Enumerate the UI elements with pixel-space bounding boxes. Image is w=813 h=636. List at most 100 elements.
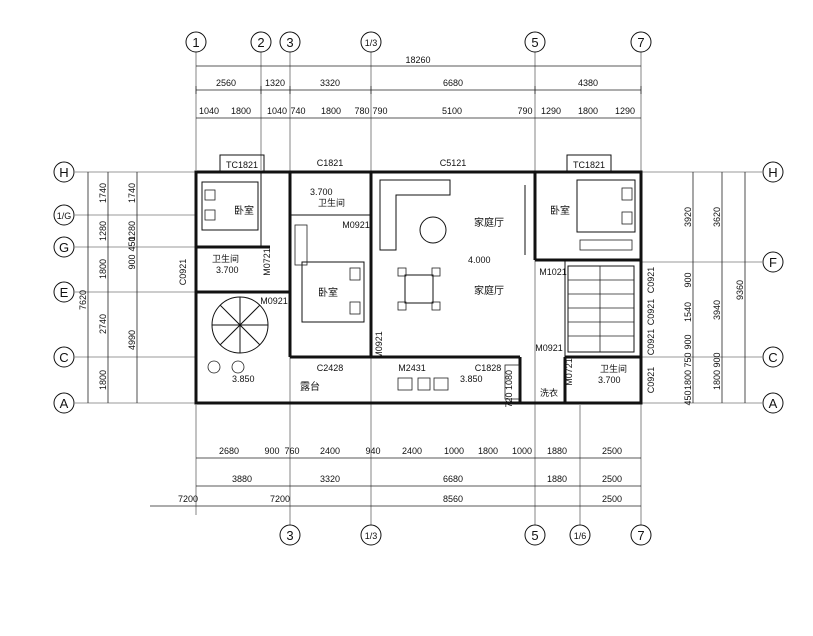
svg-text:900: 900	[683, 334, 693, 349]
svg-text:3920: 3920	[683, 207, 693, 227]
svg-text:1540: 1540	[683, 302, 693, 322]
svg-text:3: 3	[286, 35, 293, 50]
svg-text:1290: 1290	[615, 106, 635, 116]
svg-text:1000: 1000	[444, 446, 464, 456]
stair-icon	[567, 265, 635, 353]
svg-text:3320: 3320	[320, 474, 340, 484]
svg-text:900: 900	[264, 446, 279, 456]
window-tag: M2431	[398, 363, 426, 373]
axis-bubble: 3	[279, 524, 301, 546]
window-labels: TC1821 C1821 C5121 TC1821 C0921 C0921 C0…	[178, 154, 656, 394]
room-label: 卫生间	[600, 363, 627, 374]
svg-text:1: 1	[192, 35, 199, 50]
axis-bubble: 5	[524, 31, 546, 53]
room-label: 洗衣	[540, 387, 558, 398]
axis-bubble: E	[53, 281, 75, 303]
svg-text:1/3: 1/3	[365, 531, 378, 541]
svg-text:1280: 1280	[127, 221, 137, 241]
svg-text:A: A	[60, 396, 69, 411]
level-mark: 4.000	[468, 255, 491, 265]
svg-text:1290: 1290	[541, 106, 561, 116]
svg-text:2500: 2500	[602, 474, 622, 484]
pillow-icon	[621, 211, 633, 225]
window-tag: C0921	[646, 367, 656, 394]
svg-text:3880: 3880	[232, 474, 252, 484]
svg-text:1880: 1880	[547, 474, 567, 484]
svg-text:780: 780	[354, 106, 369, 116]
svg-text:1800: 1800	[478, 446, 498, 456]
chair-icon	[231, 360, 245, 374]
pillow-icon	[349, 301, 361, 315]
room-label: 家庭厅	[474, 216, 504, 229]
svg-text:7200: 7200	[270, 494, 290, 504]
pillow-icon	[349, 267, 361, 281]
axis-bubble: C	[53, 346, 75, 368]
level-mark: 3.700	[310, 187, 333, 197]
dining-table-icon	[404, 274, 434, 304]
svg-text:790: 790	[517, 106, 532, 116]
room-label: 卧室	[318, 286, 338, 299]
svg-text:E: E	[60, 285, 69, 300]
chair-icon	[417, 377, 431, 391]
chair-icon	[397, 377, 413, 391]
svg-text:3940: 3940	[712, 300, 722, 320]
svg-text:450: 450	[683, 390, 693, 405]
chair-icon	[433, 377, 449, 391]
svg-text:1/6: 1/6	[574, 531, 587, 541]
window-tag: C2428	[317, 363, 344, 373]
svg-text:1800: 1800	[321, 106, 341, 116]
svg-text:4990: 4990	[127, 330, 137, 350]
svg-text:2400: 2400	[320, 446, 340, 456]
svg-text:6680: 6680	[443, 474, 463, 484]
axis-bubbles-bottom: 3 1/3 5 1/6 7	[279, 524, 652, 546]
svg-text:1880: 1880	[547, 446, 567, 456]
room-label: 露台	[300, 380, 320, 393]
axis-bubble: C	[762, 346, 784, 368]
svg-text:1800: 1800	[712, 370, 722, 390]
window-tag: C0921	[178, 259, 188, 286]
svg-text:2680: 2680	[219, 446, 239, 456]
level-mark: 3.700	[598, 375, 621, 385]
svg-text:900: 900	[127, 254, 137, 269]
svg-text:790: 790	[372, 106, 387, 116]
dimension-label: 720	[504, 392, 514, 407]
axis-bubble: H	[762, 161, 784, 183]
door-labels: M0921 M0721 M0921 M0921 M1021 M0921 M072…	[260, 220, 574, 386]
svg-text:9360: 9360	[735, 280, 745, 300]
axis-bubble: 1/G	[53, 204, 75, 226]
window-tag: C5121	[440, 158, 467, 168]
svg-text:760: 760	[284, 446, 299, 456]
svg-text:1800: 1800	[98, 259, 108, 279]
svg-text:1/3: 1/3	[365, 38, 378, 48]
dimension-label: 1080	[504, 370, 514, 390]
axis-bubble: 7	[630, 524, 652, 546]
bed-icon	[301, 261, 365, 323]
svg-text:1/G: 1/G	[57, 211, 72, 221]
wardrobe-icon	[294, 224, 308, 266]
stair-icon	[504, 364, 520, 400]
svg-text:C: C	[59, 350, 68, 365]
svg-text:6680: 6680	[443, 78, 463, 88]
axis-bubble: H	[53, 161, 75, 183]
svg-text:7: 7	[637, 528, 644, 543]
svg-text:2500: 2500	[602, 494, 622, 504]
window-tag: TC1821	[226, 160, 258, 170]
svg-text:1040: 1040	[199, 106, 219, 116]
svg-text:2500: 2500	[602, 446, 622, 456]
axis-bubble: 2	[250, 31, 272, 53]
door-tag: M1021	[539, 267, 567, 277]
furniture	[201, 179, 636, 400]
walls	[194, 170, 643, 405]
svg-text:7200: 7200	[178, 494, 198, 504]
axis-bubble: 1/3	[360, 524, 382, 546]
door-tag: M0921	[374, 331, 384, 359]
svg-text:1740: 1740	[98, 183, 108, 203]
svg-text:450: 450	[127, 236, 137, 251]
svg-text:A: A	[769, 396, 778, 411]
level-mark: 3.850	[232, 374, 255, 384]
svg-text:7: 7	[637, 35, 644, 50]
bed-icon	[576, 179, 636, 233]
svg-text:1280: 1280	[98, 221, 108, 241]
svg-text:2: 2	[257, 35, 264, 50]
bed-icon	[201, 181, 259, 231]
